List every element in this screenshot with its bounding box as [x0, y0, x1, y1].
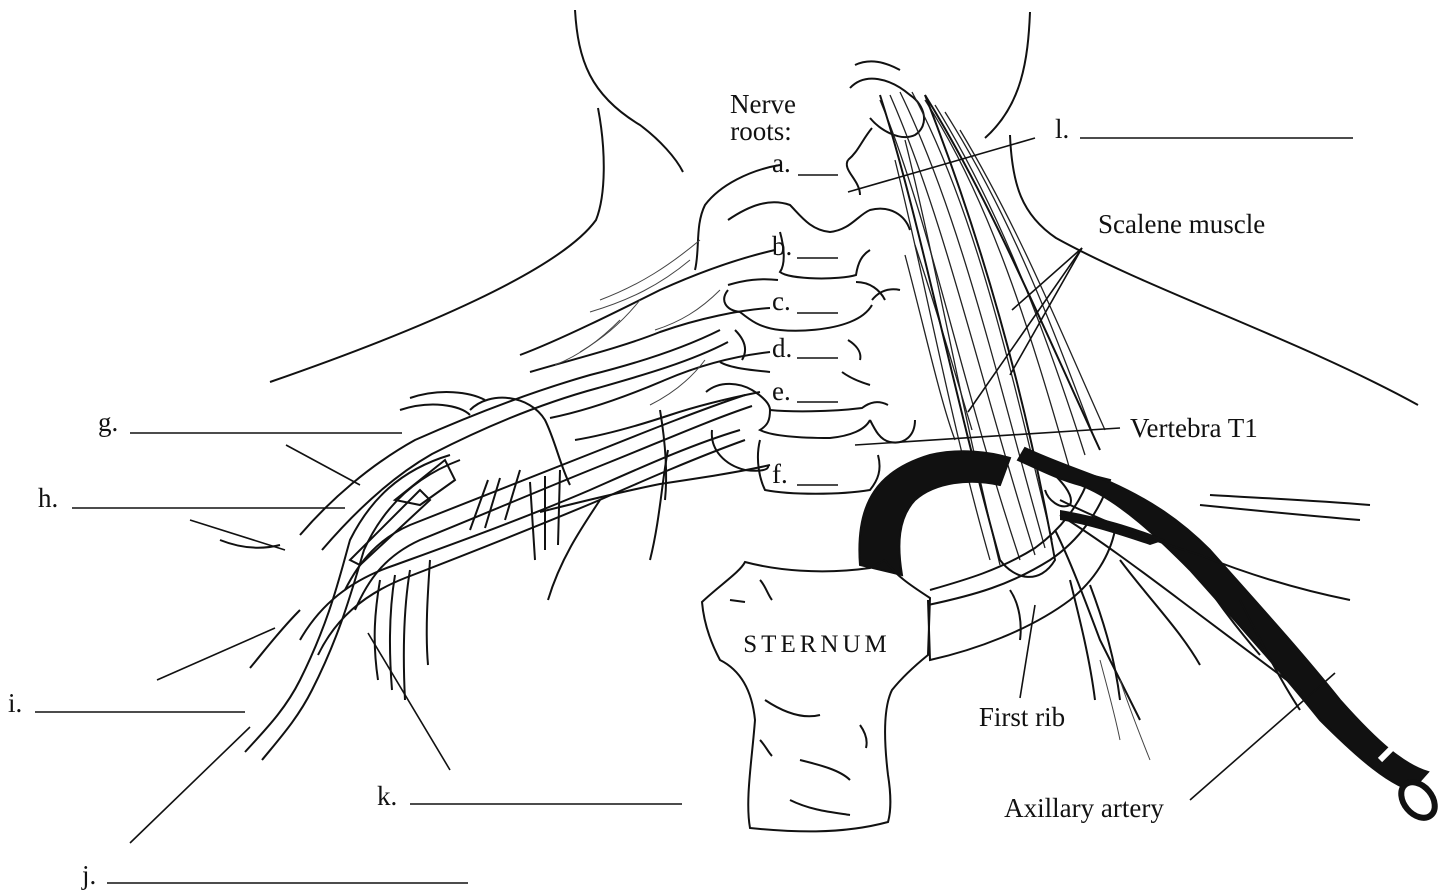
label-j: j. [81, 860, 96, 890]
label-k: k. [377, 781, 397, 811]
sternum [702, 560, 930, 831]
neck-outline [270, 10, 1418, 405]
label-b: b. [772, 231, 792, 261]
label-i: i. [8, 688, 22, 718]
nerve-roots-label-line1: Nerve [730, 89, 796, 119]
axillary-artery-label: Axillary artery [1004, 793, 1164, 823]
sternum-label: STERNUM [743, 631, 890, 658]
label-h: h. [38, 483, 58, 513]
label-l: l. [1055, 114, 1069, 144]
scalene-muscle-label: Scalene muscle [1098, 209, 1265, 239]
label-a: a. [772, 148, 791, 178]
label-e: e. [772, 376, 791, 406]
nerve-roots-label-line2: roots: [730, 116, 792, 146]
label-d: d. [772, 333, 792, 363]
label-g: g. [98, 407, 118, 437]
first-rib-label: First rib [979, 702, 1065, 732]
scalene-muscle-outline [880, 95, 1100, 577]
vertebra-t1-label: Vertebra T1 [1130, 413, 1258, 443]
label-c: c. [772, 286, 791, 316]
brachial-plexus-nerves [220, 165, 1370, 760]
label-f: f. [772, 459, 788, 489]
